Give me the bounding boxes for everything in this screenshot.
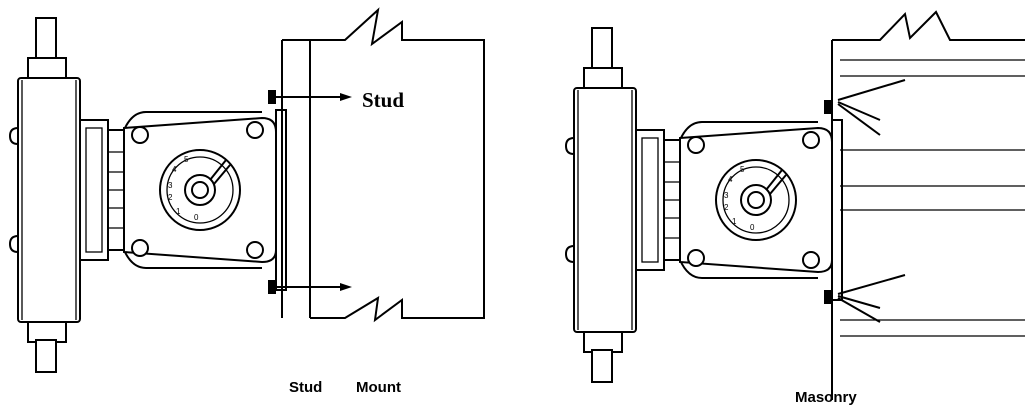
stud-callout-label: Stud xyxy=(362,88,404,112)
masonry-mount-assembly xyxy=(565,10,1025,400)
caption-masonry: Masonry xyxy=(795,389,857,406)
caption-stud: Stud xyxy=(289,379,322,396)
caption-mount: Mount xyxy=(356,379,401,396)
stud-mount-assembly: Stud xyxy=(9,7,485,373)
